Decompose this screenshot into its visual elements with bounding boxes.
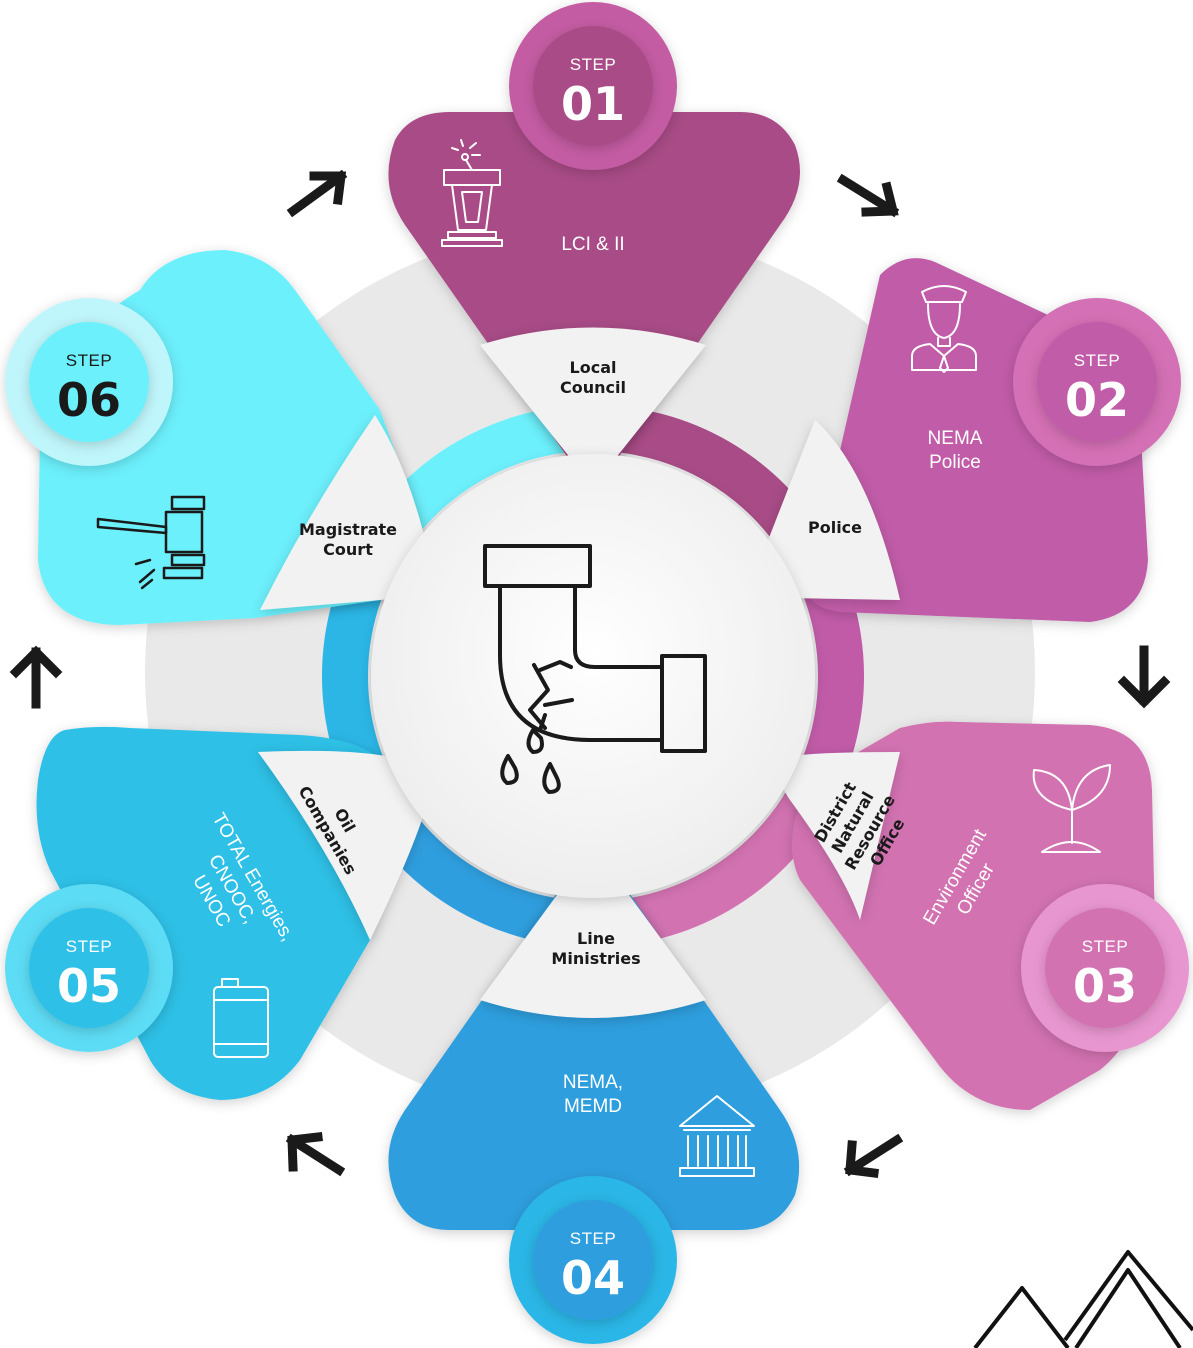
badge-inner-circle: [1037, 322, 1157, 442]
role-label-step-02: Police: [808, 518, 862, 537]
step-badge-05[interactable]: STEP 05: [5, 884, 173, 1052]
agency-label-line: NEMA: [928, 428, 983, 449]
badge-inner-circle: [1045, 908, 1165, 1028]
role-label-line: Council: [560, 378, 626, 397]
step-label: STEP: [570, 55, 616, 74]
role-triangle-step-02: [758, 420, 900, 600]
center-disk: [371, 454, 815, 898]
role-label-line: Police: [808, 518, 862, 537]
role-triangle-step-01: [480, 327, 706, 473]
step-badge-06[interactable]: STEP 06: [5, 298, 173, 466]
step-badge-04[interactable]: STEP 04: [509, 1176, 677, 1344]
arrow-to-step-02: [836, 173, 900, 218]
arrow-to-step-04: [843, 1133, 904, 1179]
badge-inner-circle: [533, 1200, 653, 1320]
arrows: [9, 169, 1171, 1179]
gavel-icon[interactable]: [96, 495, 206, 590]
oil-barrel-icon: [213, 978, 269, 1058]
role-triangle-step-04: [480, 862, 706, 1018]
agency-label-step-04: NEMA, MEMD: [563, 1072, 623, 1117]
police-officer-icon: [911, 285, 977, 373]
plant-sprout-icon: [1032, 764, 1111, 853]
role-triangle-step-05: [258, 750, 432, 940]
role-triangle-step-03: [778, 752, 900, 920]
agency-label-line: NEMA,: [563, 1072, 623, 1093]
step-number: 02: [1065, 373, 1129, 427]
badge-inner-circle: [29, 908, 149, 1028]
role-label-line: Magistrate: [299, 520, 397, 539]
agency-label-line: LCI & II: [561, 234, 624, 255]
petal-step-04[interactable]: [388, 862, 800, 1231]
arrow-to-step-03: [1117, 645, 1171, 709]
step-badge-02[interactable]: STEP 02: [1013, 298, 1181, 466]
role-label-line: Local: [570, 358, 617, 377]
government-building-icon: [679, 1095, 755, 1177]
leaking-pipe-icon: [483, 544, 707, 794]
podium-icon: [441, 139, 503, 247]
badge-inner-circle: [29, 322, 149, 442]
petal-step-01[interactable]: [388, 112, 800, 473]
step-number: 04: [561, 1251, 625, 1305]
step-number: 05: [57, 959, 121, 1013]
role-label-line: Ministries: [551, 949, 640, 968]
agency-label-line: Police: [929, 452, 981, 473]
step-badge-01[interactable]: STEP 01: [509, 2, 677, 170]
arrow-to-step-06: [9, 645, 63, 709]
agency-label-step-02: NEMA Police: [928, 428, 983, 473]
step-badge-03[interactable]: STEP 03: [1021, 884, 1189, 1052]
step-label: STEP: [570, 1229, 616, 1248]
arrow-to-step-01: [286, 169, 348, 218]
badge-inner-circle: [533, 26, 653, 146]
role-triangles: [258, 327, 900, 1018]
step-number: 03: [1073, 959, 1137, 1013]
role-triangle-step-06: [260, 415, 430, 610]
step-label: STEP: [66, 351, 112, 370]
step-number: 06: [57, 373, 121, 427]
step-number: 01: [561, 77, 625, 131]
agency-label-line: MEMD: [564, 1096, 622, 1117]
mountains-icon: [973, 1250, 1193, 1348]
arrow-to-step-05: [285, 1132, 346, 1177]
step-label: STEP: [1082, 937, 1128, 956]
step-label: STEP: [1074, 351, 1120, 370]
role-label-line: Line: [577, 929, 615, 948]
step-label: STEP: [66, 937, 112, 956]
agency-label-step-01: LCI & II: [561, 234, 624, 255]
role-label-line: Court: [323, 540, 373, 559]
